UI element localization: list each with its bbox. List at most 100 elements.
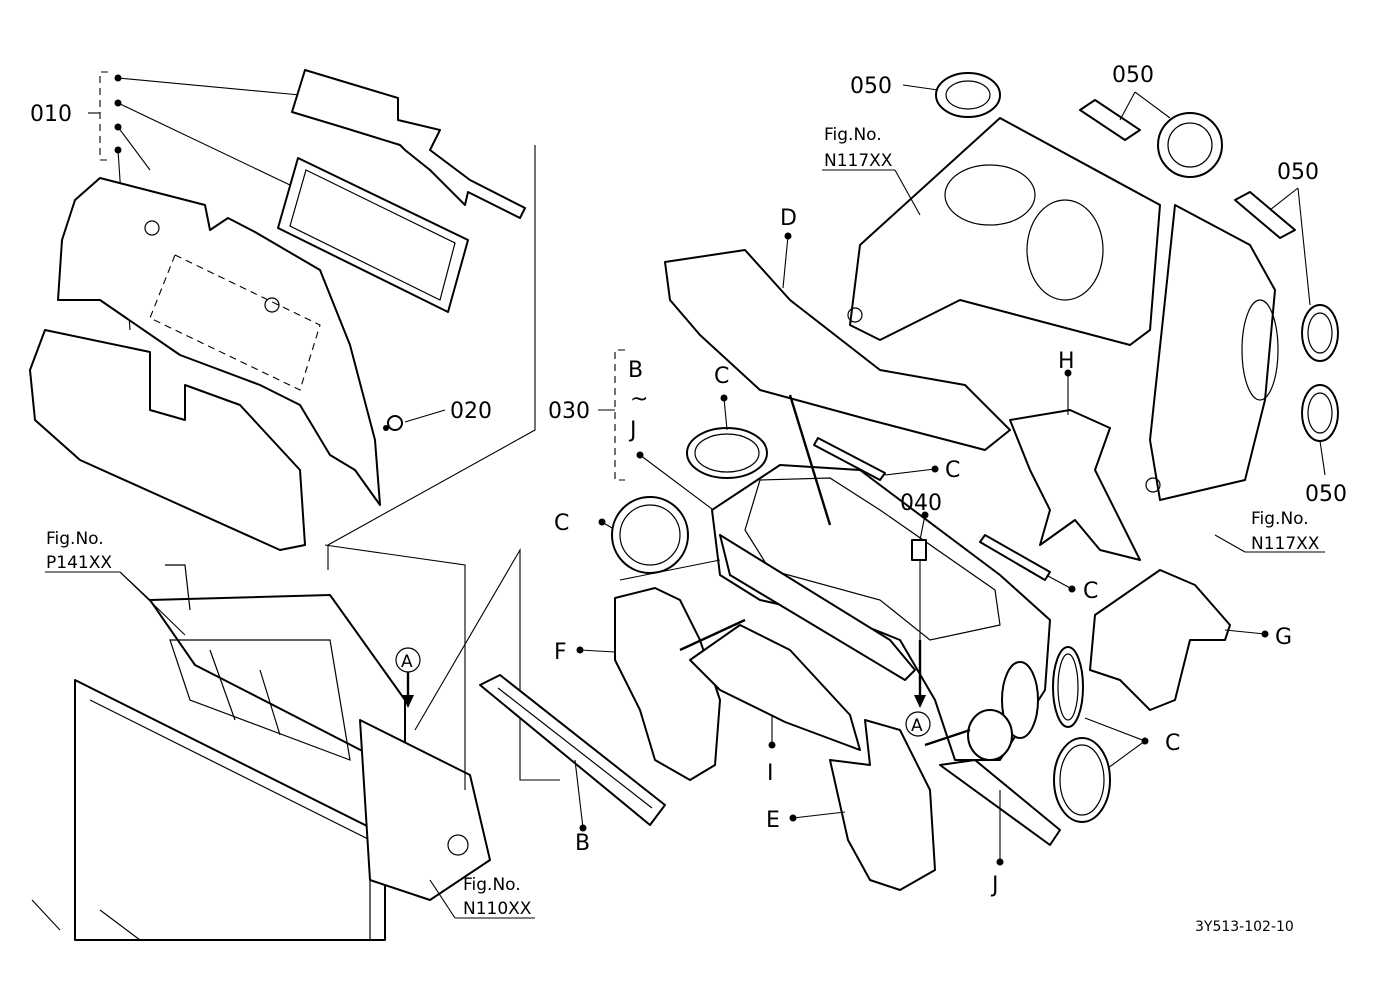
label-c-5: C xyxy=(1165,731,1180,756)
leader-e xyxy=(792,811,846,819)
label-050-2: 050 xyxy=(1112,63,1154,88)
leader-c-5b xyxy=(1107,740,1146,769)
upper-housing-part xyxy=(849,117,1161,346)
leader-n110 xyxy=(429,879,456,919)
label-range-to: J xyxy=(628,418,637,443)
vent-050-3-inner xyxy=(1167,122,1213,168)
vent-050-6-inner xyxy=(1307,392,1333,434)
label-range-from: B xyxy=(628,358,643,383)
leader-c-3 xyxy=(884,468,936,476)
housing-mount-a xyxy=(847,307,863,323)
label-a-center: A xyxy=(911,716,923,736)
leader-020 xyxy=(404,409,446,423)
leader-b xyxy=(574,759,584,829)
gasket-b-inner xyxy=(497,687,653,809)
figref-p141-number: P141XX xyxy=(46,553,112,573)
leader-c-4 xyxy=(1047,575,1073,590)
frame-front-panel xyxy=(74,679,386,941)
pad-f-part xyxy=(614,587,721,781)
duct-filter-part xyxy=(719,534,916,681)
label-050-3: 050 xyxy=(1277,160,1319,185)
leader-050-1 xyxy=(902,84,939,91)
leader-c-1 xyxy=(723,397,728,431)
leader-010-b xyxy=(117,102,291,186)
view-a-arrowhead-left xyxy=(402,695,414,708)
pad-i-part xyxy=(689,624,861,751)
label-c-4: C xyxy=(1083,579,1098,604)
vent-050-3 xyxy=(1157,112,1223,178)
strip-c-1 xyxy=(813,437,886,481)
label-f: F xyxy=(554,640,567,665)
figref-n110-number: N110XX xyxy=(463,899,532,919)
duct-box-inner xyxy=(169,639,351,761)
vent-050-4 xyxy=(1234,191,1296,239)
housing-vent-b xyxy=(1026,199,1104,301)
view-a-circle-center xyxy=(905,711,931,737)
housing-vent-a xyxy=(944,164,1036,226)
lower-pad-part xyxy=(29,329,306,551)
ring-c-1-inner xyxy=(694,433,760,473)
frame-edge-a xyxy=(31,899,61,931)
pad-g-part xyxy=(1089,569,1231,711)
leader-d xyxy=(782,235,789,289)
leader-050-3b xyxy=(1297,187,1311,306)
rod-part xyxy=(165,564,191,611)
label-e: E xyxy=(766,808,780,833)
side-housing-part xyxy=(1149,204,1276,501)
frame-edge-b xyxy=(99,909,141,941)
frame-gasket-part xyxy=(277,157,469,313)
label-j: J xyxy=(990,873,999,898)
leader-n117-right xyxy=(1214,534,1246,553)
leader-c-5a xyxy=(1084,717,1146,742)
main-panel-hidden xyxy=(149,254,321,391)
label-050-4: 050 xyxy=(1305,482,1347,507)
connector-lower-a xyxy=(324,544,466,790)
figref-n110-caption: Fig.No. xyxy=(463,875,521,895)
figref-n117-right-number: N117XX xyxy=(1251,534,1320,554)
ring-c-1 xyxy=(686,427,768,479)
label-c-2: C xyxy=(554,511,569,536)
leader-050-3a xyxy=(1269,187,1299,211)
side-bracket-part xyxy=(359,719,491,901)
leader-n117-top xyxy=(894,169,921,216)
label-c-3: C xyxy=(945,458,960,483)
label-020: 020 xyxy=(450,399,492,424)
ring-c-2 xyxy=(611,496,689,574)
connector-010-right xyxy=(327,145,536,570)
ring-c-3-inner xyxy=(1057,653,1079,721)
leader-050-2a xyxy=(1119,91,1136,121)
dot-020 xyxy=(383,425,389,431)
view-a-arrowhead-center xyxy=(914,695,926,708)
figref-n117-right-caption: Fig.No. xyxy=(1251,509,1309,529)
main-panel-part xyxy=(57,177,381,506)
strip-c-2 xyxy=(979,534,1051,581)
vent-050-1-inner xyxy=(945,80,991,110)
leader-g xyxy=(1224,629,1266,635)
figref-p141-caption: Fig.No. xyxy=(46,529,104,549)
leader-030-j xyxy=(639,454,721,516)
duct-outlet-b xyxy=(967,709,1013,761)
ring-c-2-inner xyxy=(619,504,681,566)
label-b: B xyxy=(575,831,590,856)
housing-mount-b xyxy=(1145,477,1161,493)
leader-010-a xyxy=(117,77,301,96)
pad-d-part xyxy=(664,249,1011,451)
label-030: 030 xyxy=(548,399,590,424)
fitting-040 xyxy=(911,539,927,561)
pad-e-part xyxy=(829,719,936,891)
vent-050-5-inner xyxy=(1307,312,1333,354)
duct-box-vanes xyxy=(209,649,281,736)
reference-code: 3Y513-102-10 xyxy=(1195,919,1294,935)
bracket-030 xyxy=(614,349,625,481)
pad-i-edge xyxy=(679,618,746,652)
pad-h-part xyxy=(1009,409,1141,561)
main-duct-opening xyxy=(744,477,1001,641)
leader-040 xyxy=(919,514,926,541)
duct-outlet-a xyxy=(1001,661,1039,739)
strip-j-edge xyxy=(924,728,971,747)
frame-gasket-inner xyxy=(289,169,456,301)
label-g: G xyxy=(1275,625,1292,650)
label-050-1: 050 xyxy=(850,74,892,99)
bracket-010 xyxy=(99,71,108,161)
